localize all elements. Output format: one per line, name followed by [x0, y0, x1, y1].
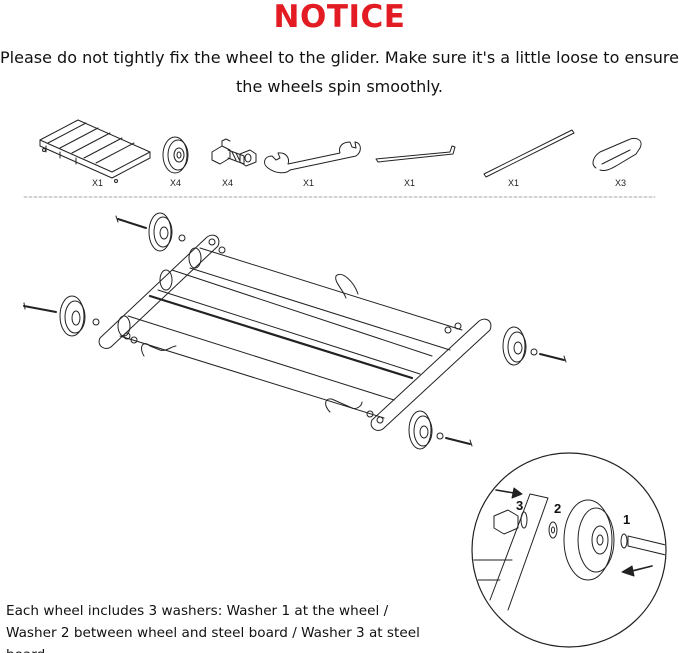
wheel-top-left [115, 212, 186, 252]
part-qty-frame: X1 [92, 178, 103, 188]
assembly-exploded-view [23, 212, 567, 450]
wheel-right [502, 326, 567, 366]
hex-key-icon [375, 145, 456, 163]
steel-rod-icon [483, 129, 575, 178]
washer-caption: Each wheel includes 3 washers: Washer 1 … [6, 603, 420, 653]
part-qty-carabiner: X3 [615, 178, 626, 188]
bolt-nut-icon [211, 138, 257, 167]
washer-label-1: 1 [623, 512, 630, 527]
part-qty-wrench: X1 [303, 178, 314, 188]
washer-label-3: 3 [516, 498, 523, 513]
wheel-bottom-right [408, 410, 473, 450]
wrench-icon [264, 141, 361, 174]
glider-frame-icon [39, 119, 151, 183]
notice-title: NOTICE [273, 0, 406, 35]
washer-label-2: 2 [554, 501, 561, 516]
notice-text: Please do not tightly fix the wheel to t… [0, 48, 679, 96]
washer-detail-callout: 1 2 3 [471, 452, 667, 648]
wheel-left [23, 295, 100, 337]
carabiner-icon [592, 137, 642, 171]
part-qty-bolt: X4 [222, 178, 233, 188]
part-qty-wheel: X4 [170, 178, 181, 188]
part-qty-hexkey: X1 [404, 178, 415, 188]
part-qty-rod: X1 [508, 178, 519, 188]
wheel-icon [162, 136, 189, 174]
